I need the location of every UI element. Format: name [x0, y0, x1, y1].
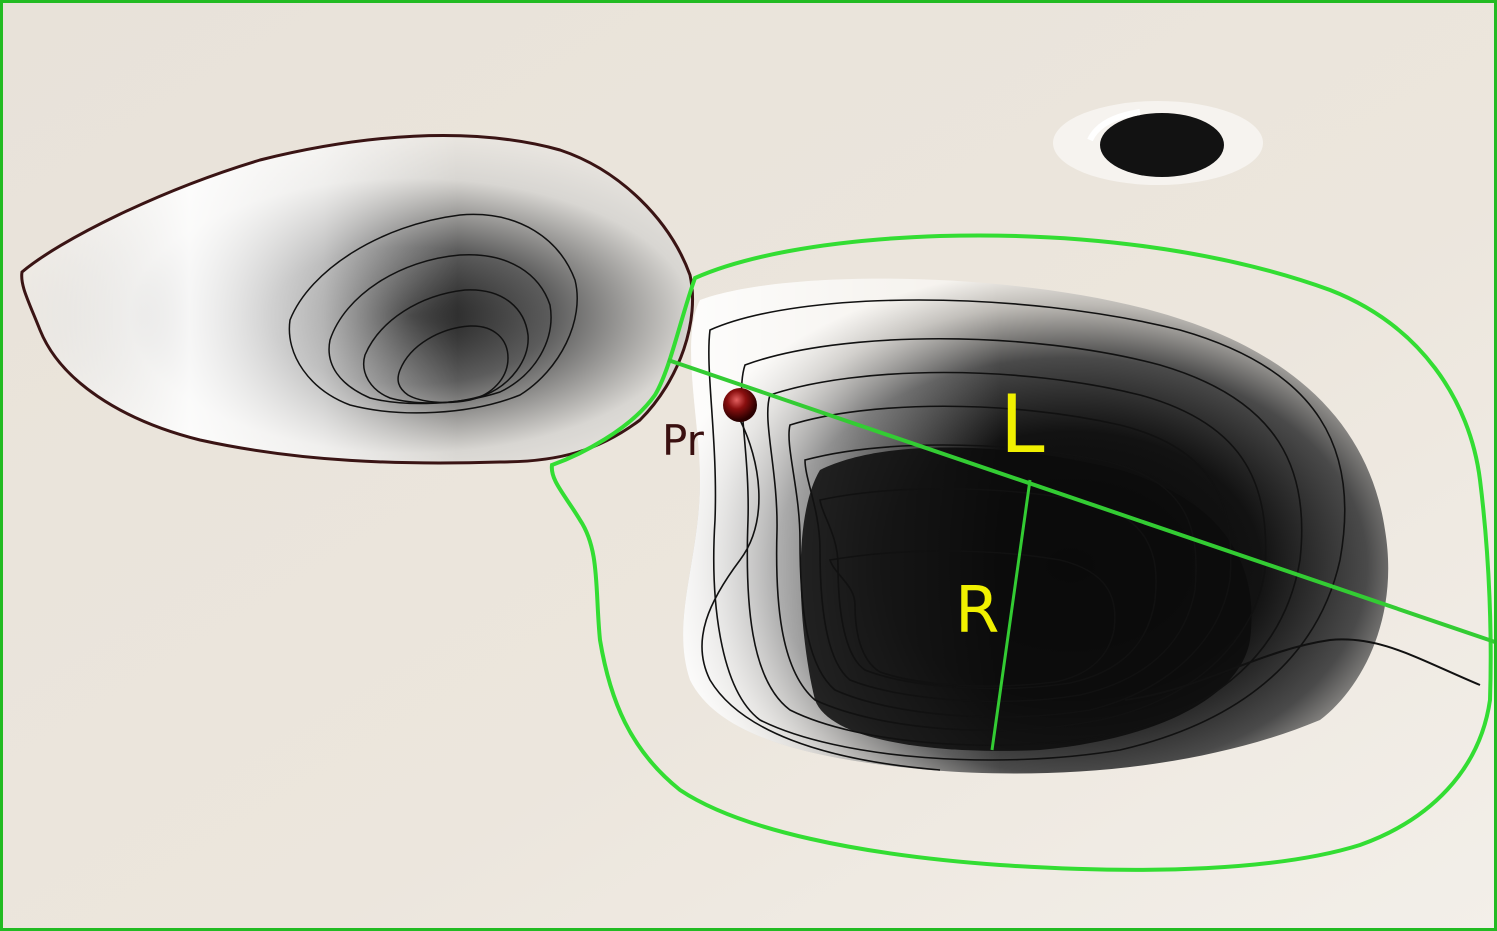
small-hole [1053, 101, 1263, 185]
radius-label: R [955, 574, 999, 648]
probe-label: Pr [662, 416, 705, 465]
probe-sphere [723, 388, 757, 422]
length-label: L [1000, 378, 1045, 471]
